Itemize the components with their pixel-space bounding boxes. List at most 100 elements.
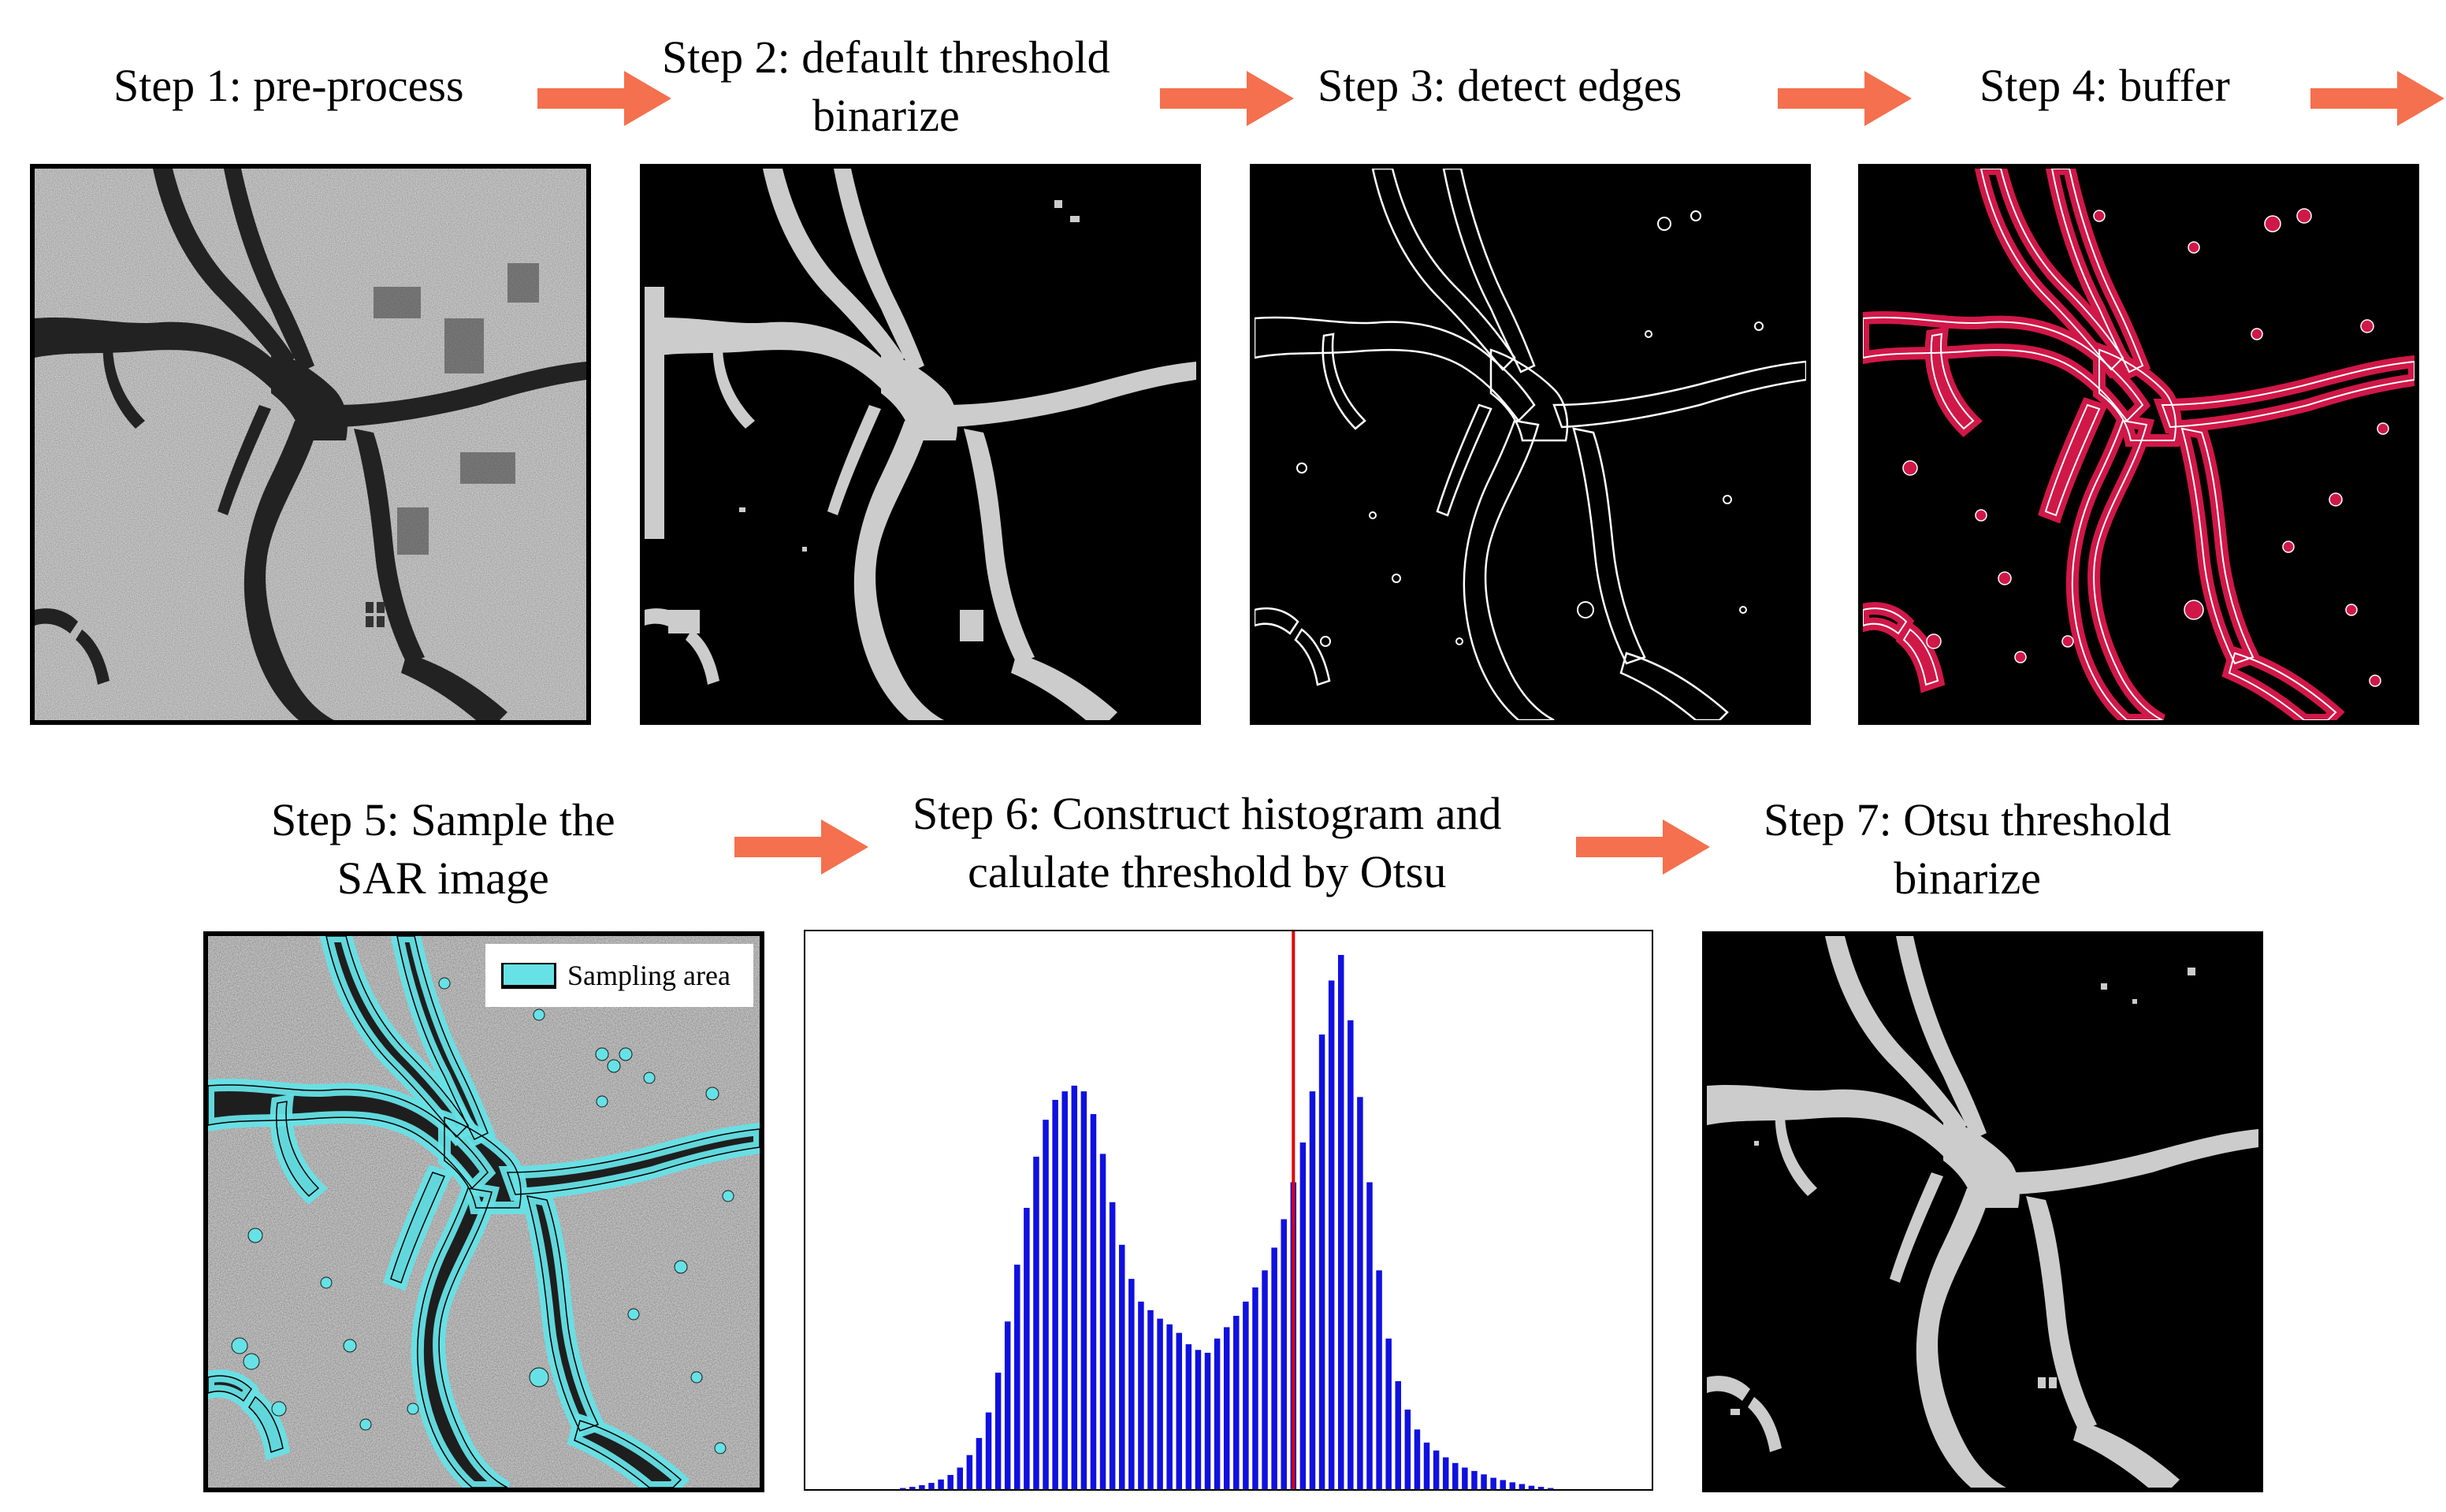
legend: Sampling area (485, 944, 753, 1007)
histogram-bar (938, 1479, 944, 1489)
histogram-bar (1214, 1338, 1221, 1489)
step2-line1: Step 2: default threshold (662, 32, 1110, 83)
legend-swatch (501, 962, 556, 989)
histogram-bar (1357, 1097, 1363, 1489)
step2-line2: binarize (812, 90, 960, 141)
otsu-binarized-panel (1702, 931, 2263, 1492)
histogram-bar (1414, 1429, 1421, 1489)
histogram-plot (900, 931, 1554, 1489)
step7-line1: Step 7: Otsu threshold (1764, 794, 2172, 845)
histogram-bar (1376, 1270, 1382, 1489)
step1-line1: Step 1: pre-process (113, 60, 464, 111)
histogram-bar (1537, 1487, 1545, 1489)
legend-label: Sampling area (567, 960, 730, 991)
histogram-bar (947, 1474, 953, 1489)
histogram-bar (1318, 1034, 1325, 1489)
histogram-bar (957, 1467, 964, 1489)
histogram-bar (900, 1488, 906, 1489)
histogram-bar (1204, 1352, 1211, 1489)
histogram-bar (1043, 1120, 1049, 1489)
histogram-bar (1348, 1020, 1354, 1489)
histogram-bar (1385, 1338, 1392, 1489)
step1-label: Step 1: pre-process (113, 57, 464, 115)
histogram-bar (1090, 1113, 1097, 1489)
histogram-bar (1119, 1244, 1125, 1489)
histogram-bar (1490, 1477, 1496, 1489)
arrow-right-icon (1576, 819, 1710, 875)
histogram-bar (1519, 1484, 1526, 1489)
histogram-bar (1052, 1099, 1058, 1489)
histogram-bar (1547, 1488, 1554, 1489)
histogram-bar (1233, 1316, 1240, 1489)
histogram-bar (1109, 1202, 1116, 1489)
histogram-bar (1366, 1182, 1373, 1489)
histogram-bar (928, 1483, 935, 1489)
histogram-bar (1328, 980, 1335, 1489)
histogram-chart (804, 930, 1653, 1491)
histogram-bar (1223, 1327, 1230, 1489)
histogram-bar (1071, 1085, 1078, 1489)
histogram-bar (976, 1438, 983, 1489)
step5-label: Step 5: Sample the SAR image (271, 791, 615, 908)
step7-label: Step 7: Otsu threshold binarize (1764, 791, 2171, 908)
histogram-bar (1423, 1442, 1430, 1489)
arrow-right-icon (537, 71, 671, 126)
histogram-bar (1262, 1270, 1268, 1489)
histogram-bar (1309, 1091, 1316, 1489)
histogram-bar (1157, 1318, 1163, 1489)
step3-label: Step 3: detect edges (1318, 57, 1682, 115)
histogram-bar (1080, 1091, 1087, 1489)
histogram-bars (900, 955, 1554, 1489)
histogram-bar (1338, 955, 1344, 1489)
histogram-bar (1471, 1470, 1478, 1489)
histogram-bar (994, 1373, 1002, 1489)
step4-line1: Step 4: buffer (1979, 60, 2230, 111)
histogram-bar (919, 1484, 925, 1489)
histogram-bar (1509, 1482, 1516, 1489)
histogram-bar (1176, 1332, 1183, 1489)
sar-image-panel (30, 164, 591, 725)
histogram-bar (1024, 1207, 1030, 1489)
histogram-bar (1128, 1279, 1135, 1489)
histogram-bar (909, 1487, 916, 1489)
histogram-bar (1252, 1287, 1258, 1489)
step6-line2: calulate threshold by Otsu (968, 846, 1447, 897)
arrow-right-icon (1778, 71, 1912, 126)
histogram-bar (1271, 1247, 1277, 1489)
histogram-bar (1099, 1154, 1106, 1489)
histogram-bar (1138, 1301, 1144, 1489)
sampled-sar-panel: Sampling area (203, 931, 764, 1492)
histogram-bar (1195, 1350, 1202, 1489)
step5-line2: SAR image (336, 853, 549, 904)
edges-panel (1250, 164, 1811, 725)
histogram-bar (1452, 1462, 1459, 1489)
step3-line1: Step 3: detect edges (1318, 60, 1682, 111)
histogram-bar (1433, 1450, 1440, 1489)
histogram-bar (1404, 1410, 1411, 1489)
histogram-bar (1281, 1219, 1287, 1489)
histogram-bar (1061, 1091, 1068, 1489)
histogram-bar (1033, 1157, 1039, 1489)
default-binarized-panel (640, 164, 1201, 725)
histogram-bar (1528, 1485, 1535, 1489)
arrow-right-icon (1160, 71, 1294, 126)
histogram-bar (1243, 1301, 1249, 1489)
step4-label: Step 4: buffer (1979, 57, 2230, 115)
buffer-panel (1858, 164, 2419, 725)
step6-label: Step 6: Construct histogram and calulate… (913, 785, 1502, 901)
arrow-right-icon (2310, 71, 2444, 126)
arrow-right-icon (734, 819, 868, 875)
histogram-bar (1185, 1344, 1192, 1489)
step7-line2: binarize (1894, 853, 2041, 904)
histogram-bar (1004, 1321, 1011, 1489)
histogram-bar (1462, 1467, 1468, 1489)
histogram-bar (1147, 1310, 1154, 1489)
step2-label: Step 2: default threshold binarize (662, 28, 1110, 145)
step5-line1: Step 5: Sample the (271, 794, 615, 845)
histogram-bar (966, 1454, 973, 1489)
histogram-bar (1299, 1142, 1307, 1489)
histogram-bar (1442, 1457, 1449, 1489)
histogram-bar (1481, 1474, 1487, 1489)
histogram-bar (985, 1412, 992, 1489)
histogram-bar (1166, 1324, 1173, 1489)
